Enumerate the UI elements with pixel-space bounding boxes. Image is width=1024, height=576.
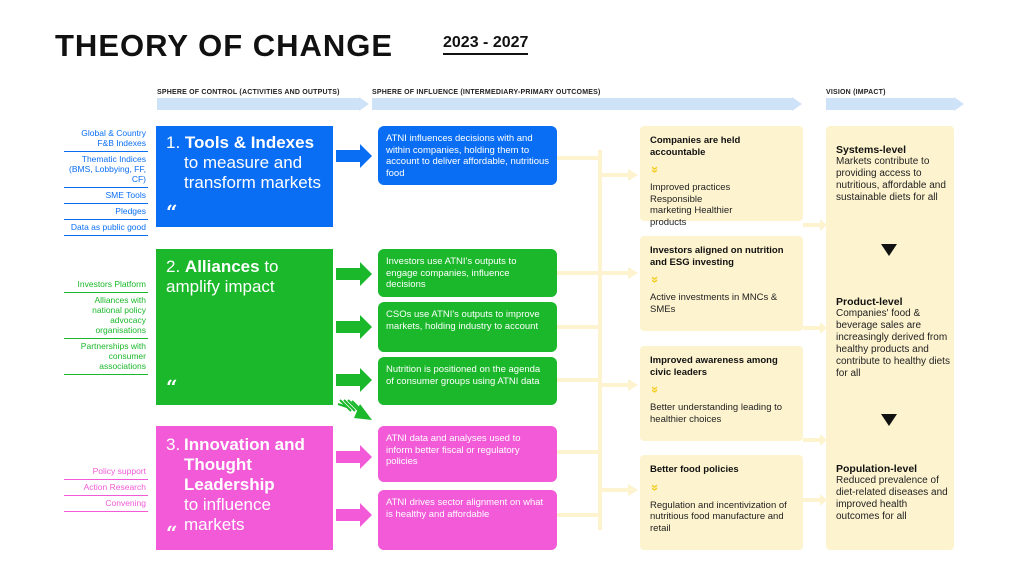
vision-body: Companies' food & beverage sales are inc… [836, 308, 950, 379]
innovation-pillar-bold: Innovation and Thought Leadership [184, 435, 305, 494]
alliances-arrow [336, 315, 372, 339]
chevron-down-icon: » [648, 276, 663, 284]
tools-pillar-number: 1. [166, 133, 181, 152]
tools-side-item: Data as public good [64, 220, 148, 236]
quote-icon: “ [166, 521, 178, 545]
innovation-pillar-box: 3. Innovation and Thought Leadership to … [156, 426, 333, 550]
tools-arrow [336, 144, 372, 168]
tools-side-item: Thematic Indices (BMS, Lobbying, FF, CF) [64, 152, 148, 188]
connector-arrowhead [628, 379, 638, 391]
sphere-influence-label: SPHERE OF INFLUENCE (INTERMEDIARY-PRIMAR… [372, 89, 601, 96]
outcome-title: Investors aligned on nutrition and ESG i… [650, 245, 784, 268]
influence-box-policies: ATNI data and analyses used to inform be… [378, 426, 557, 482]
outcome-body: Regulation and incentivization of nutrit… [650, 499, 787, 534]
innovation-side-item: Convening [64, 496, 148, 512]
alliances-pillar-text: 2. Alliances to amplify impact [166, 257, 331, 297]
striped-diagonal-arrow [337, 399, 372, 420]
quote-icon: “ [166, 200, 178, 224]
sphere-vision-label: VISION (IMPACT) [826, 89, 886, 96]
outcome-box-companies: Companies are held accountable » Improve… [640, 126, 803, 228]
sphere-influence-arrowhead [792, 97, 802, 111]
sphere-vision-arrowhead [954, 97, 964, 111]
tools-pillar-box: 1. Tools & Indexes to measure and transf… [156, 126, 333, 227]
outcome-title: Companies are held accountable [650, 135, 741, 158]
outcome-box-food-policies: Better food policies » Regulation and in… [640, 455, 803, 550]
connector-arrowhead [820, 434, 827, 446]
innovation-side-item: Action Research [64, 480, 148, 496]
tools-pillar-bold: Tools & Indexes [184, 133, 315, 152]
outcome-box-civic-leaders: Improved awareness among civic leaders »… [640, 346, 803, 441]
tools-side-item: SME Tools [64, 188, 148, 204]
sphere-control-arrowhead [359, 97, 369, 111]
vision-product: Product-level Companies' food & beverage… [836, 296, 952, 380]
innovation-arrow [336, 445, 372, 469]
vision-body: Reduced prevalence of diet-related disea… [836, 475, 948, 522]
outcome-body: Active investments in MNCs & SMEs [650, 292, 778, 315]
vision-systems: Systems-level Markets contribute to prov… [836, 144, 950, 204]
innovation-side-list: Policy support Action Research Convening [64, 464, 148, 512]
sphere-control-label: SPHERE OF CONTROL (ACTIVITIES AND OUTPUT… [157, 89, 340, 96]
innovation-pillar-text: 3. Innovation and Thought Leadership to … [166, 435, 331, 535]
connector-arrowhead [628, 267, 638, 279]
alliances-arrow [336, 368, 372, 392]
connector-arrowhead [820, 322, 827, 334]
sphere-vision-arrow [826, 98, 954, 110]
sphere-control-arrow [157, 98, 359, 110]
vision-title: Product-level [836, 296, 903, 308]
quote-icon: “ [166, 375, 178, 399]
chevron-down-icon: » [648, 386, 663, 394]
outcome-body: Improved practices Responsible marketing… [650, 182, 733, 228]
outcome-title: Improved awareness among civic leaders [650, 355, 778, 378]
alliances-pillar-rest: to amplify impact [166, 257, 279, 296]
triangle-down-icon [881, 414, 897, 426]
tools-pillar-text: 1. Tools & Indexes to measure and transf… [166, 133, 331, 193]
innovation-pillar-number: 3. [166, 435, 181, 454]
chevron-down-icon: » [648, 483, 663, 491]
alliances-side-item: Investors Platform [64, 277, 148, 293]
alliances-side-list: Investors Platform Alliances with nation… [64, 277, 148, 375]
vision-title: Population-level [836, 463, 918, 475]
page-title: THEORY OF CHANGE [55, 28, 394, 63]
tools-side-list: Global & Country F&B Indexes Thematic In… [64, 126, 148, 236]
outcome-title: Better food policies [650, 464, 739, 475]
triangle-down-icon [881, 244, 897, 256]
influence-box-csos: CSOs use ATNI's outputs to improve marke… [378, 302, 557, 352]
outcome-body: Better understanding leading to healthie… [650, 402, 783, 425]
influence-box-investors: Investors use ATNI's outputs to engage c… [378, 249, 557, 297]
influence-box-consumer-groups: Nutrition is positioned on the agenda of… [378, 357, 557, 405]
tools-side-item: Pledges [64, 204, 148, 220]
alliances-pillar-number: 2. [166, 257, 181, 276]
influence-box-alignment: ATNI drives sector alignment on what is … [378, 490, 557, 550]
vision-body: Markets contribute to providing access t… [836, 156, 946, 203]
tools-pillar-rest: to measure and transform markets [184, 153, 321, 192]
alliances-pillar-box: 2. Alliances to amplify impact “ [156, 249, 333, 405]
alliances-arrow [336, 262, 372, 286]
connector-arrowhead [820, 219, 827, 231]
year-range: 2023 - 2027 [443, 34, 529, 55]
connector-arrowhead [820, 494, 827, 506]
innovation-pillar-rest: to influence markets [184, 495, 271, 534]
connector-arrowhead [628, 169, 638, 181]
alliances-side-item: Alliances with national policy advocacy … [64, 293, 148, 339]
chevron-down-icon: » [648, 166, 663, 174]
alliances-side-item: Partnerships with consumer associations [64, 339, 148, 375]
alliances-pillar-bold: Alliances [184, 257, 260, 276]
sphere-influence-arrow [372, 98, 792, 110]
vision-column: Systems-level Markets contribute to prov… [826, 126, 954, 550]
vision-title: Systems-level [836, 144, 907, 156]
outcome-box-investors: Investors aligned on nutrition and ESG i… [640, 236, 803, 331]
tools-side-item: Global & Country F&B Indexes [64, 126, 148, 152]
connector-arrowhead [628, 484, 638, 496]
influence-box-tools: ATNI influences decisions with and withi… [378, 126, 557, 185]
innovation-side-item: Policy support [64, 464, 148, 480]
innovation-arrow [336, 503, 372, 527]
vision-population: Population-level Reduced prevalence of d… [836, 463, 950, 523]
